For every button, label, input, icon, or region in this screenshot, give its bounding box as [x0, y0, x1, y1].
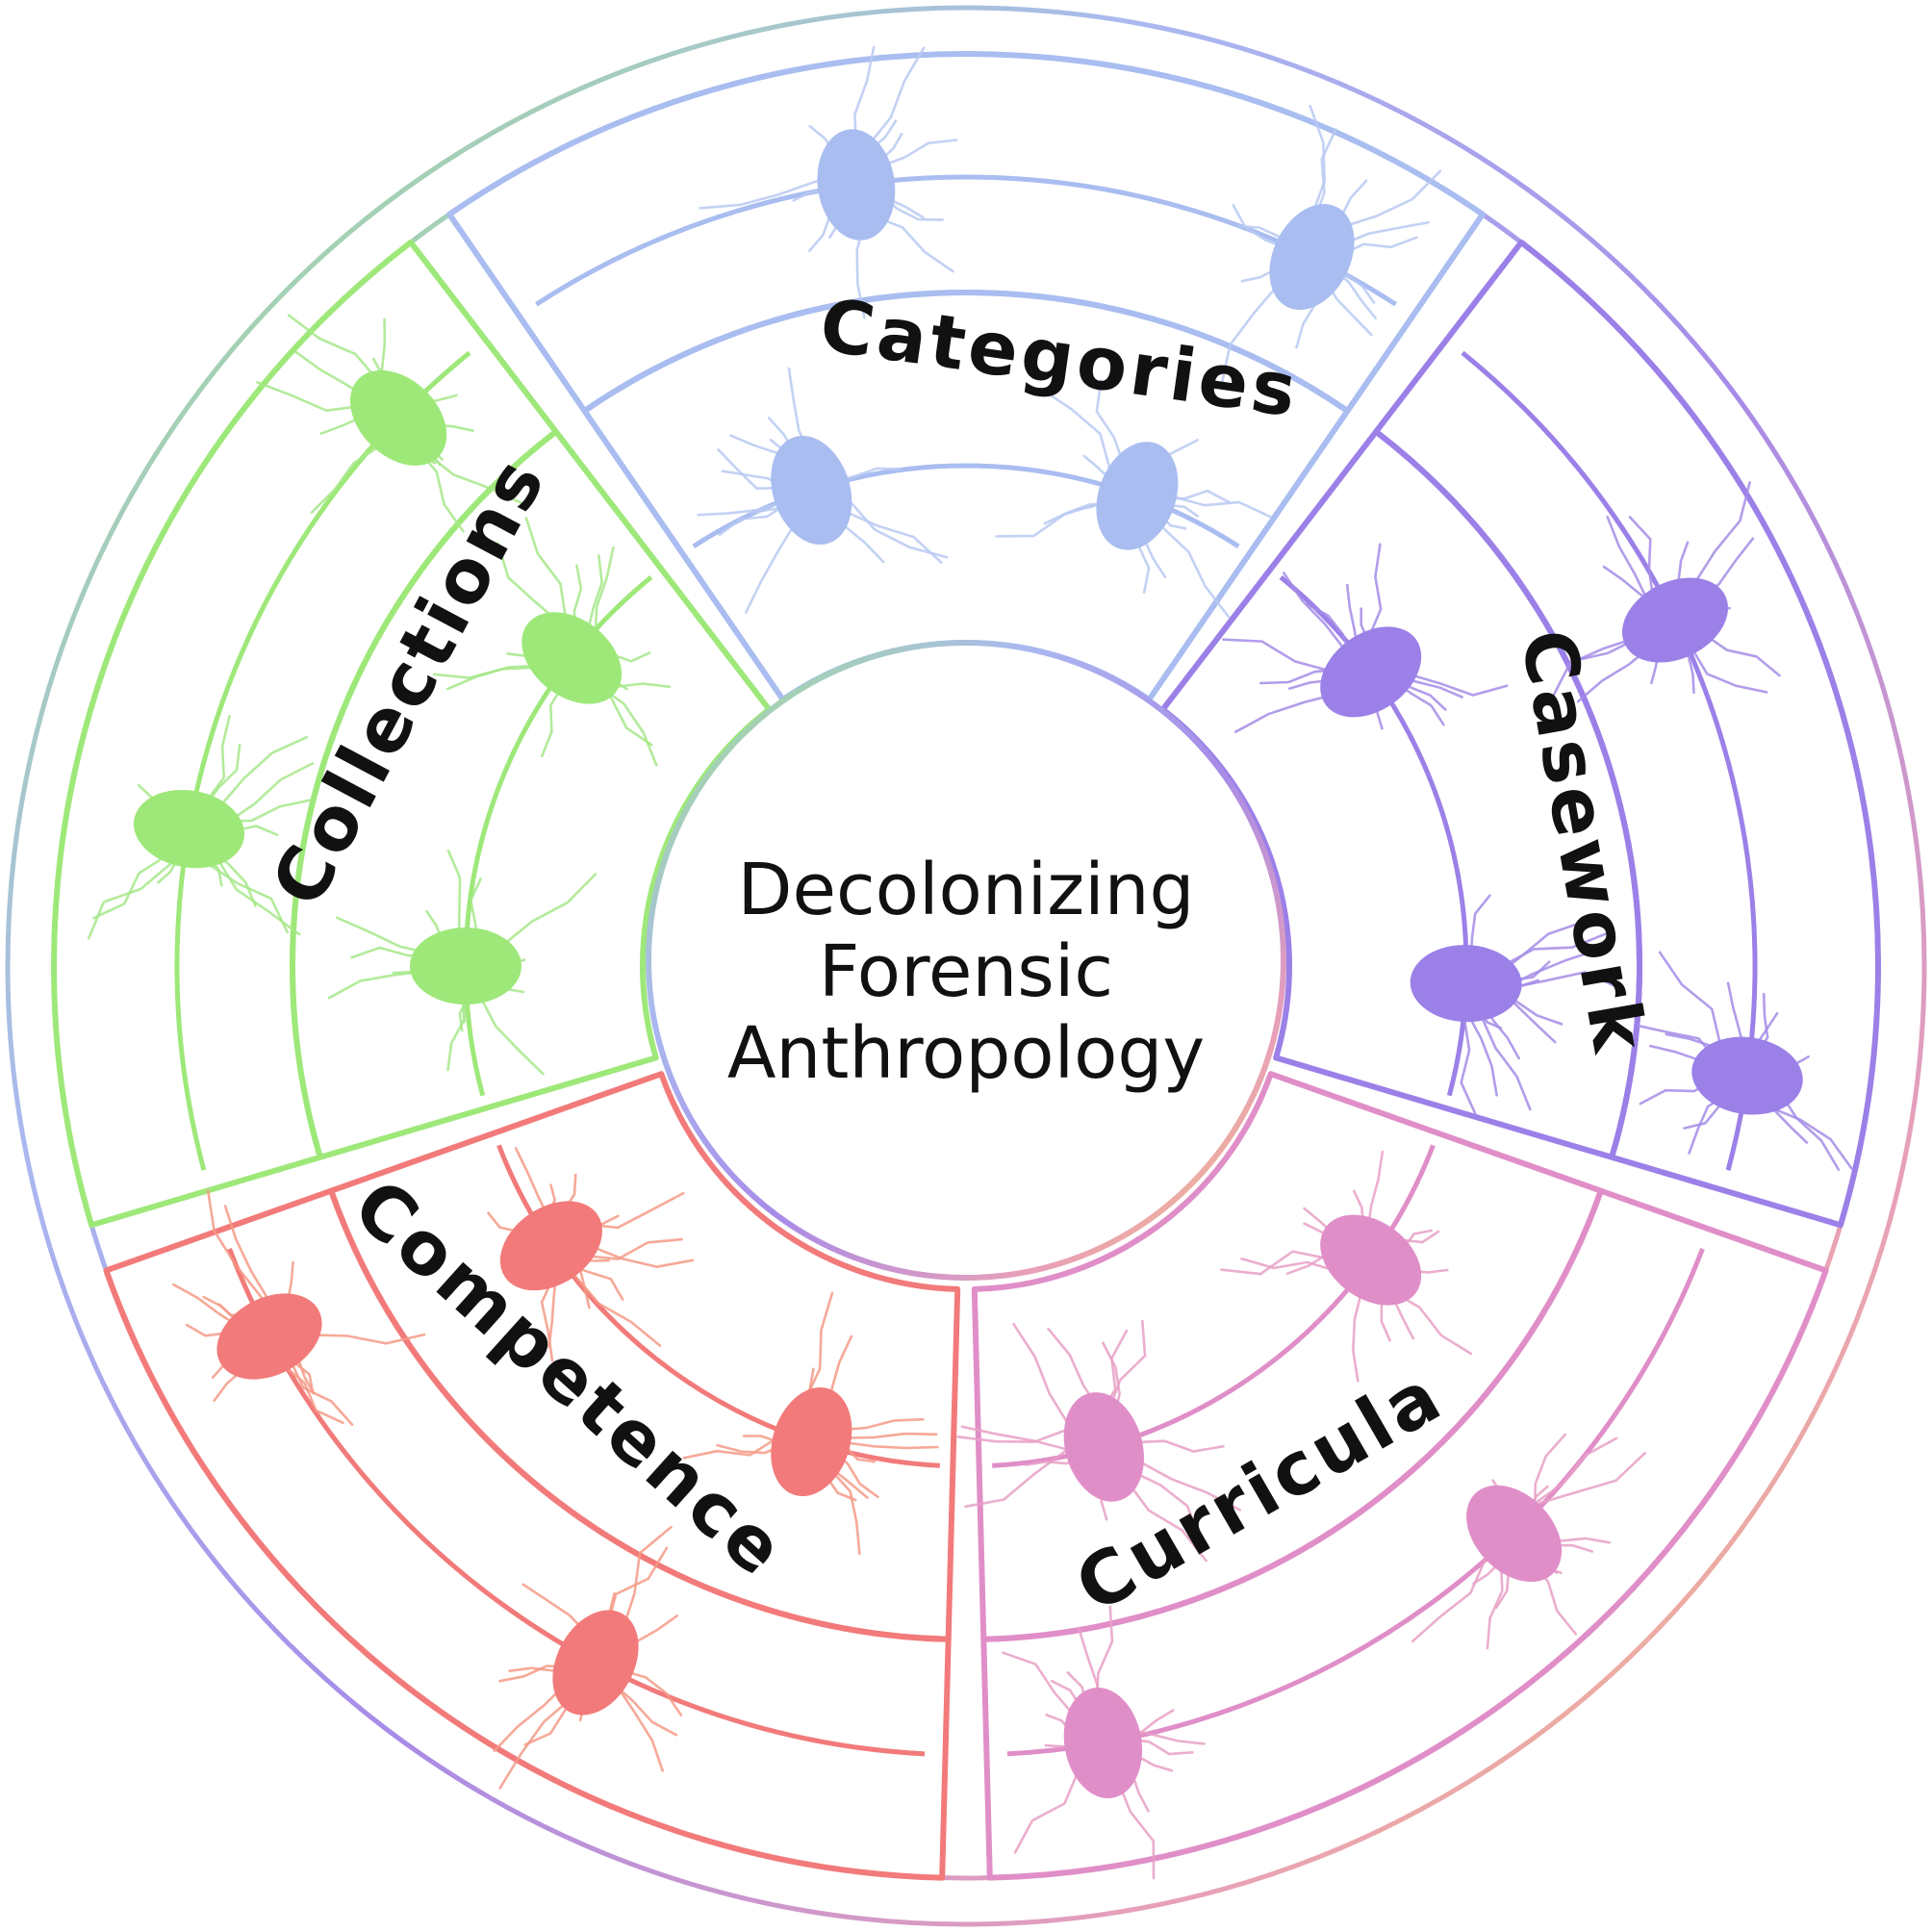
- puzzle-piece-inner-casework: [1159, 428, 1642, 1160]
- neuron-icon: [133, 789, 245, 869]
- center-line-1: Decolonizing: [737, 849, 1194, 931]
- neuron-icon: [771, 435, 852, 546]
- neuron-icon: [1621, 577, 1729, 663]
- neuron-icon: [1320, 1214, 1422, 1306]
- neurons-collections: [87, 314, 672, 1076]
- neuron-icon: [1320, 626, 1422, 718]
- neuron-icon: [817, 129, 896, 241]
- neurons-categories: [697, 45, 1442, 619]
- neuron-icon: [216, 1293, 322, 1380]
- neuron-icon: [1063, 1392, 1144, 1502]
- neuron-icon: [771, 1386, 852, 1497]
- puzzle-piece-inner-curricula: [971, 1071, 1604, 1642]
- neurons-curricula: [956, 1150, 1646, 1880]
- neuron-icon: [1096, 442, 1179, 550]
- label-casework: Casework: [1505, 623, 1664, 1061]
- center-disc: [646, 640, 1286, 1281]
- neuron-icon: [1269, 203, 1355, 311]
- neuron-icon: [1063, 1687, 1143, 1799]
- axon-arc-collections-1: [174, 350, 471, 1171]
- neuron-icon: [1691, 1036, 1803, 1115]
- center-line-3: Anthropology: [727, 1012, 1205, 1095]
- neuron-icon: [499, 1201, 602, 1291]
- neuron-network: [87, 45, 1853, 1880]
- center-line-2: Forensic: [819, 930, 1113, 1013]
- axon-arc-casework-1: [1461, 350, 1758, 1171]
- neurons-casework: [1222, 481, 1853, 1171]
- neuron-icon: [552, 1610, 639, 1716]
- center-hub: Decolonizing Forensic Anthropology: [646, 640, 1286, 1281]
- axon-arc-categories-1: [535, 174, 1397, 307]
- neuron-icon: [349, 369, 447, 466]
- outer-ring: [5, 5, 1927, 1927]
- neuron-icon: [521, 612, 623, 704]
- puzzle-piece-inner-competence: [328, 1071, 961, 1642]
- label-collections: Collections: [255, 442, 563, 919]
- neuron-icon: [410, 928, 521, 1004]
- neuron-icon: [1466, 1485, 1563, 1583]
- label-categories: Categories: [815, 282, 1305, 434]
- neuron-icon: [1410, 945, 1522, 1023]
- axon-arc-curricula-1: [1006, 1248, 1705, 1757]
- neurons-competence: [172, 1147, 939, 1790]
